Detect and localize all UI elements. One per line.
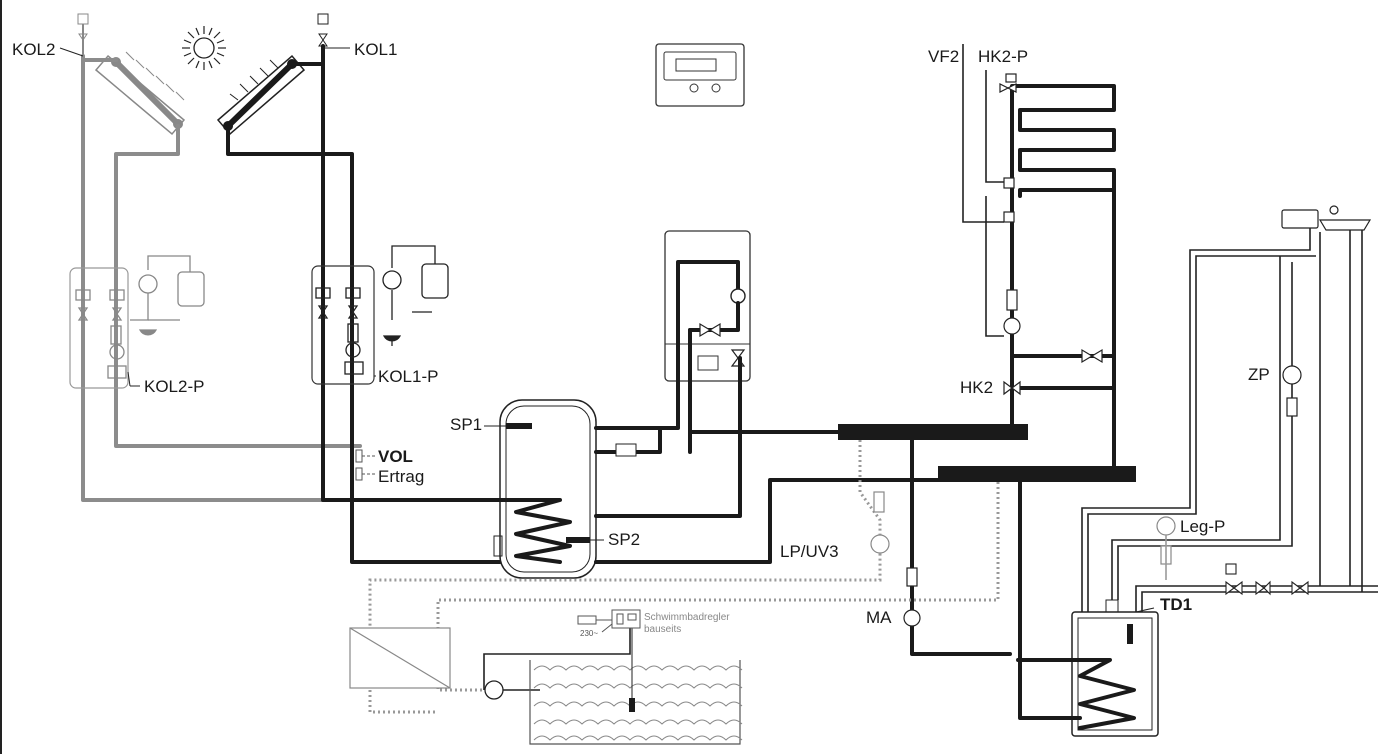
label-kol1-p: KOL1-P: [378, 367, 438, 386]
sun-icon: [182, 26, 226, 70]
label-pool-controller-line1: Schwimmbadregler: [644, 612, 730, 623]
vol-ertrag-sensors: [355, 449, 376, 481]
pool-basin: [529, 612, 743, 745]
label-pool-controller-line2: bauseits: [644, 624, 681, 635]
station-kol2: [69, 267, 129, 389]
label-vol: VOL: [378, 447, 413, 466]
label-mains-voltage: 230~: [580, 629, 598, 638]
label-sp2: SP2: [608, 530, 640, 549]
check-valve-sp1: [615, 443, 637, 457]
label-kol2: KOL2: [12, 40, 55, 59]
pool-controller-icon: [577, 609, 641, 633]
dhw-distribution: [1081, 222, 1378, 612]
station-kol1: [311, 265, 375, 385]
collector-kol1-icon: [216, 54, 306, 136]
collector-kol2-icon: [94, 51, 186, 136]
kol2-station-components: [75, 255, 205, 379]
label-kol2-p: KOL2-P: [144, 377, 204, 396]
header-lower: [938, 466, 1136, 482]
cold-water-inlet-valves: [1225, 563, 1309, 596]
label-vf2: VF2: [928, 47, 959, 66]
header-upper: [838, 424, 1028, 440]
label-kol1: KOL1: [354, 40, 397, 59]
label-ertrag: Ertrag: [378, 467, 424, 486]
pool-heat-exchanger: [349, 627, 451, 689]
pool-pump-icon: [484, 680, 504, 700]
kol1-station-components: [315, 245, 449, 375]
air-vent-kol1-icon: [317, 13, 329, 47]
label-zp: ZP: [1248, 365, 1270, 384]
dhw-tank: [1016, 599, 1159, 737]
label-ma: MA: [866, 608, 892, 627]
boiler-unit: [664, 230, 751, 382]
ma-pump-components: [903, 567, 921, 627]
label-hk2: HK2: [960, 378, 993, 397]
label-hk2-p: HK2-P: [978, 47, 1028, 66]
system-controller-icon: [655, 43, 745, 107]
solar-storage-tank: [488, 399, 597, 579]
label-sp1: SP1: [450, 415, 482, 434]
hk2-components: [999, 73, 1103, 396]
label-td1: TD1: [1160, 595, 1192, 614]
fixtures-icon: [1281, 205, 1372, 231]
label-lp-uv3: LP/UV3: [780, 542, 839, 561]
air-vent-kol2-icon: [77, 13, 89, 56]
label-leg-p: Leg-P: [1180, 517, 1225, 536]
lp-uv3-components: [870, 491, 890, 554]
